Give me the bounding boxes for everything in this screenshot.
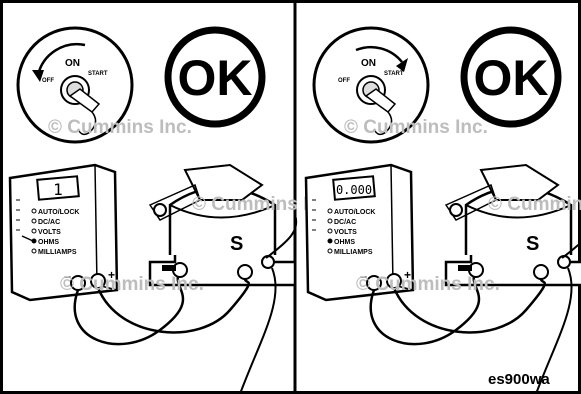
mode-autolock: AUTO/LOCK xyxy=(334,209,375,216)
switch-off-label: OFF xyxy=(338,78,350,84)
solenoid-label: S xyxy=(230,233,243,255)
watermark: © Cummins Inc. xyxy=(344,117,488,138)
mode-dcac: DC/AC xyxy=(38,219,60,226)
mode-milliamps: MILLIAMPS xyxy=(38,249,77,256)
switch-start-label: START xyxy=(88,71,108,77)
switch-on-label: ON xyxy=(65,58,80,69)
mode-milliamps: MILLIAMPS xyxy=(334,249,373,256)
mode-dcac: DC/AC xyxy=(334,219,356,226)
figure-code: es900wa xyxy=(488,371,550,388)
panel-right: ON START OFF OK 0.000 AUTO/LOCK DC/AC VO… xyxy=(306,28,581,394)
ok-text: OK xyxy=(474,50,549,106)
meter-display: 1 xyxy=(53,180,63,199)
ok-text: OK xyxy=(178,50,253,106)
panel-left: ON START OFF OK 1 AUTO/LOCK DC/AC VOLTS … xyxy=(10,28,336,394)
mode-ohms: OHMS xyxy=(334,239,355,246)
mode-volts: VOLTS xyxy=(334,229,357,236)
watermark: © Cummins Inc. xyxy=(60,274,204,295)
meter-display: 0.000 xyxy=(336,183,372,197)
switch-on-label: ON xyxy=(361,58,376,69)
mode-volts: VOLTS xyxy=(38,229,61,236)
solenoid-label: S xyxy=(526,233,539,255)
switch-off-label: OFF xyxy=(42,78,54,84)
mode-ohms: OHMS xyxy=(38,239,59,246)
watermark: © Cummins Inc. xyxy=(488,194,581,215)
mode-autolock: AUTO/LOCK xyxy=(38,209,79,216)
switch-start-label: START xyxy=(384,71,404,77)
watermark: © Cummins Inc. xyxy=(356,274,500,295)
watermark: © Cummins Inc. xyxy=(48,117,192,138)
